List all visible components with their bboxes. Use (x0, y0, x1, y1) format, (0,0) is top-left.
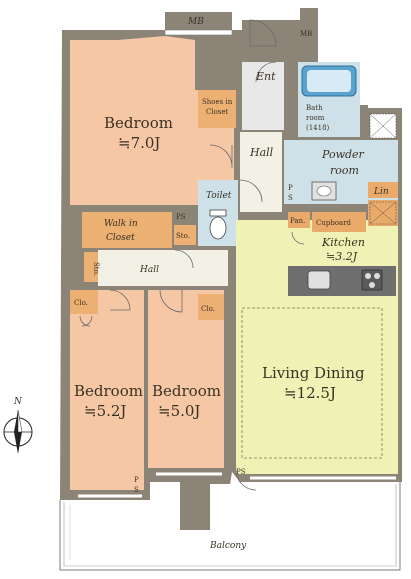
ps-d-label: PS (236, 468, 246, 476)
bedroom-1-area (70, 36, 234, 205)
bedroom-2-size: ≒5.2J (84, 402, 126, 420)
bedroom-2-area (70, 290, 144, 490)
door-swings (79, 19, 305, 491)
ps-a-line2: S (288, 194, 293, 202)
bedroom-1-name: Bedroom (104, 114, 173, 132)
upper-hall-area (240, 132, 282, 212)
bedroom-3-size: ≒5.0J (158, 402, 200, 420)
dining-rug-outline (241, 307, 383, 459)
living-dining-area (236, 204, 398, 474)
sto-b-label: Sto. (176, 232, 190, 240)
mb-top-label: MB (187, 17, 204, 27)
washbasin-icon (311, 181, 337, 201)
bath-line2: room (306, 114, 325, 122)
ps-a-line1: P (288, 184, 293, 192)
entrance-area (242, 62, 284, 130)
sink-icon (307, 270, 331, 290)
ps-c-line1: P (134, 476, 139, 484)
pan-label: Pan. (290, 217, 305, 225)
lin-area (368, 182, 398, 198)
balcony-label: Balcony (209, 541, 247, 551)
closet-left-area (70, 290, 98, 314)
ps-b-label: PS (176, 213, 186, 221)
walkin-line2: Closet (106, 233, 135, 243)
shoes-closet-line2: Closet (206, 108, 229, 116)
cupboard-label: Cupboard (316, 219, 352, 227)
bedroom-1-size: ≒7.0J (118, 134, 160, 152)
living-size: ≒12.5J (284, 384, 336, 402)
toilet-icon (209, 209, 227, 240)
walkin-closet-area (82, 212, 172, 248)
powder-line1: Powder (321, 148, 365, 161)
kitchen-size: ≒3.2J (326, 250, 358, 263)
windows (78, 29, 396, 498)
cupboard-area (312, 212, 366, 232)
bathtub-icon (301, 65, 357, 97)
details (78, 19, 397, 498)
bedroom-3-name: Bedroom (152, 382, 221, 400)
walkin-line1: Walk in (104, 219, 138, 229)
hall-lower-label: Hall (139, 265, 159, 275)
lower-hall-area (98, 250, 228, 286)
balcony-area (59, 480, 401, 571)
kitchen-name: Kitchen (321, 236, 365, 249)
mb-right-label: MB (300, 30, 312, 38)
ent-label: Ent (255, 70, 276, 83)
room-labels: MB MB Ent Bedroom ≒7.0J Shoes in Closet … (74, 17, 389, 551)
north-label: N (13, 397, 23, 407)
living-name: Living Dining (262, 364, 365, 382)
toilet-label: Toilet (206, 191, 232, 201)
powder-line2: room (330, 164, 359, 177)
shoes-closet-area (198, 90, 236, 128)
pantry-area (288, 212, 310, 228)
shoes-closet-line1: Shoes in (202, 98, 233, 106)
bath-line3: (1418) (306, 124, 330, 132)
ps-c-line2: S (134, 486, 139, 494)
bedroom-2-name: Bedroom (74, 382, 143, 400)
clo-left-label: Clo. (74, 299, 88, 307)
bath-line1: Bath (306, 104, 323, 112)
lin-label: Lin (373, 187, 389, 197)
compass-icon: N (3, 397, 33, 454)
closet-right-area (198, 294, 224, 320)
clo-right-label: Clo. (201, 305, 215, 313)
washer-icon (369, 113, 397, 225)
storage-left-area (84, 252, 98, 282)
hall-upper-label: Hall (249, 146, 274, 159)
storage-upper-area (174, 225, 196, 245)
stove-icon (361, 269, 383, 291)
sto-a-label: Sto. (92, 262, 100, 276)
